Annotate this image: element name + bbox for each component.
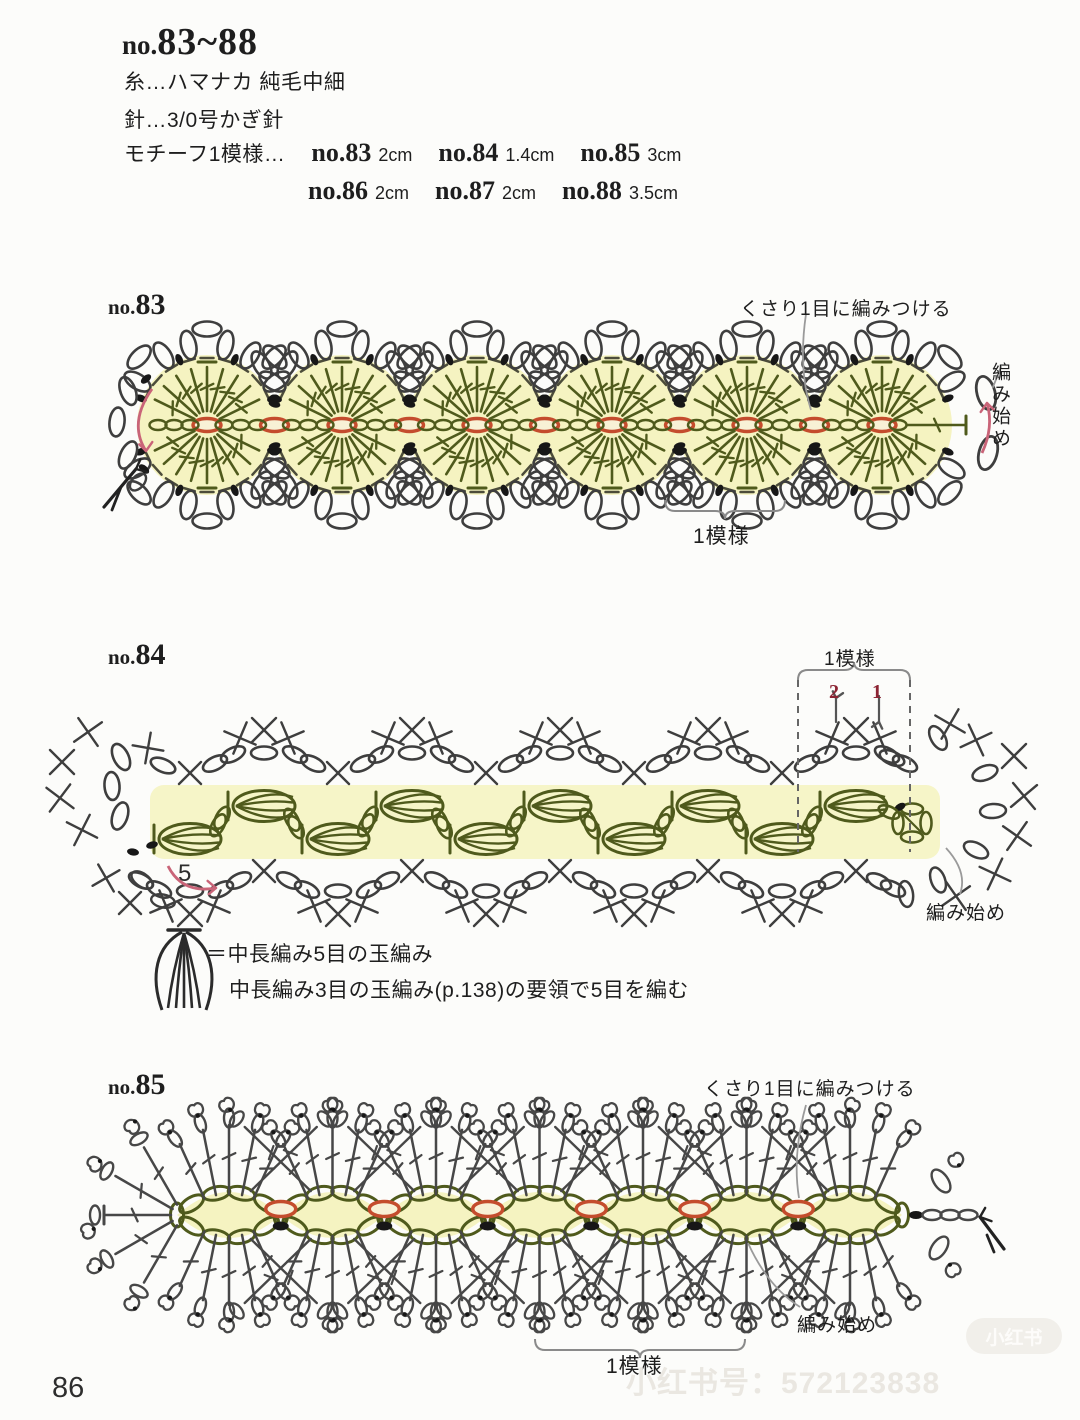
- page-number: 86: [52, 1372, 85, 1404]
- watermark-badge: 小红书: [966, 1318, 1062, 1354]
- yarn-spec: 糸…ハマナカ 純毛中細: [124, 71, 346, 94]
- diagram-84-row2-number: 2: [829, 681, 839, 703]
- diagram-85-annotation: くさり1目に編みつける: [704, 1079, 916, 1100]
- diagram-85-pattern-label: 1模様: [606, 1355, 663, 1378]
- legend-line2: 中長編み3目の玉編み(p.138)の要領で5目を編む: [229, 979, 689, 1002]
- diagram-84-pattern-label: 1模様: [824, 649, 876, 670]
- diagram-85-label: no.85: [108, 1068, 166, 1101]
- diagram-85-chart: [79, 1096, 1006, 1359]
- watermark-id: 小红书号：572123838: [626, 1367, 941, 1400]
- diagram-84-start-label: 編み始め: [926, 903, 1007, 924]
- page-title-prefix: no.: [122, 30, 158, 60]
- diagram-84-label: no.84: [108, 638, 166, 671]
- hook-spec: 針…3/0号かぎ針: [124, 109, 284, 132]
- watermark-badge-text: 小红书: [985, 1327, 1043, 1349]
- diagram-83-annotation: くさり1目に編みつける: [740, 299, 952, 320]
- diagram-83-pattern-label: 1模様: [693, 525, 750, 548]
- puff-stitch-symbol: [154, 928, 214, 1011]
- diagram-84-row1-number: 1: [872, 681, 882, 703]
- diagram-85-start-label: 編み始め: [797, 1315, 878, 1336]
- diagram-83-label: no.83: [108, 288, 166, 321]
- motif-label: モチーフ1模様…: [124, 143, 286, 166]
- diagram-84-start-chain-count: 5: [178, 860, 192, 887]
- legend-line1: ＝中長編み5目の玉編み: [206, 943, 434, 966]
- diagram-83-start-label: 編み始め: [989, 362, 1010, 450]
- diagram-84-chart: [45, 661, 1039, 928]
- page-title: no.83~88: [122, 20, 258, 64]
- diagram-83-chart: [102, 313, 1002, 530]
- page-title-range: 83~88: [157, 21, 259, 63]
